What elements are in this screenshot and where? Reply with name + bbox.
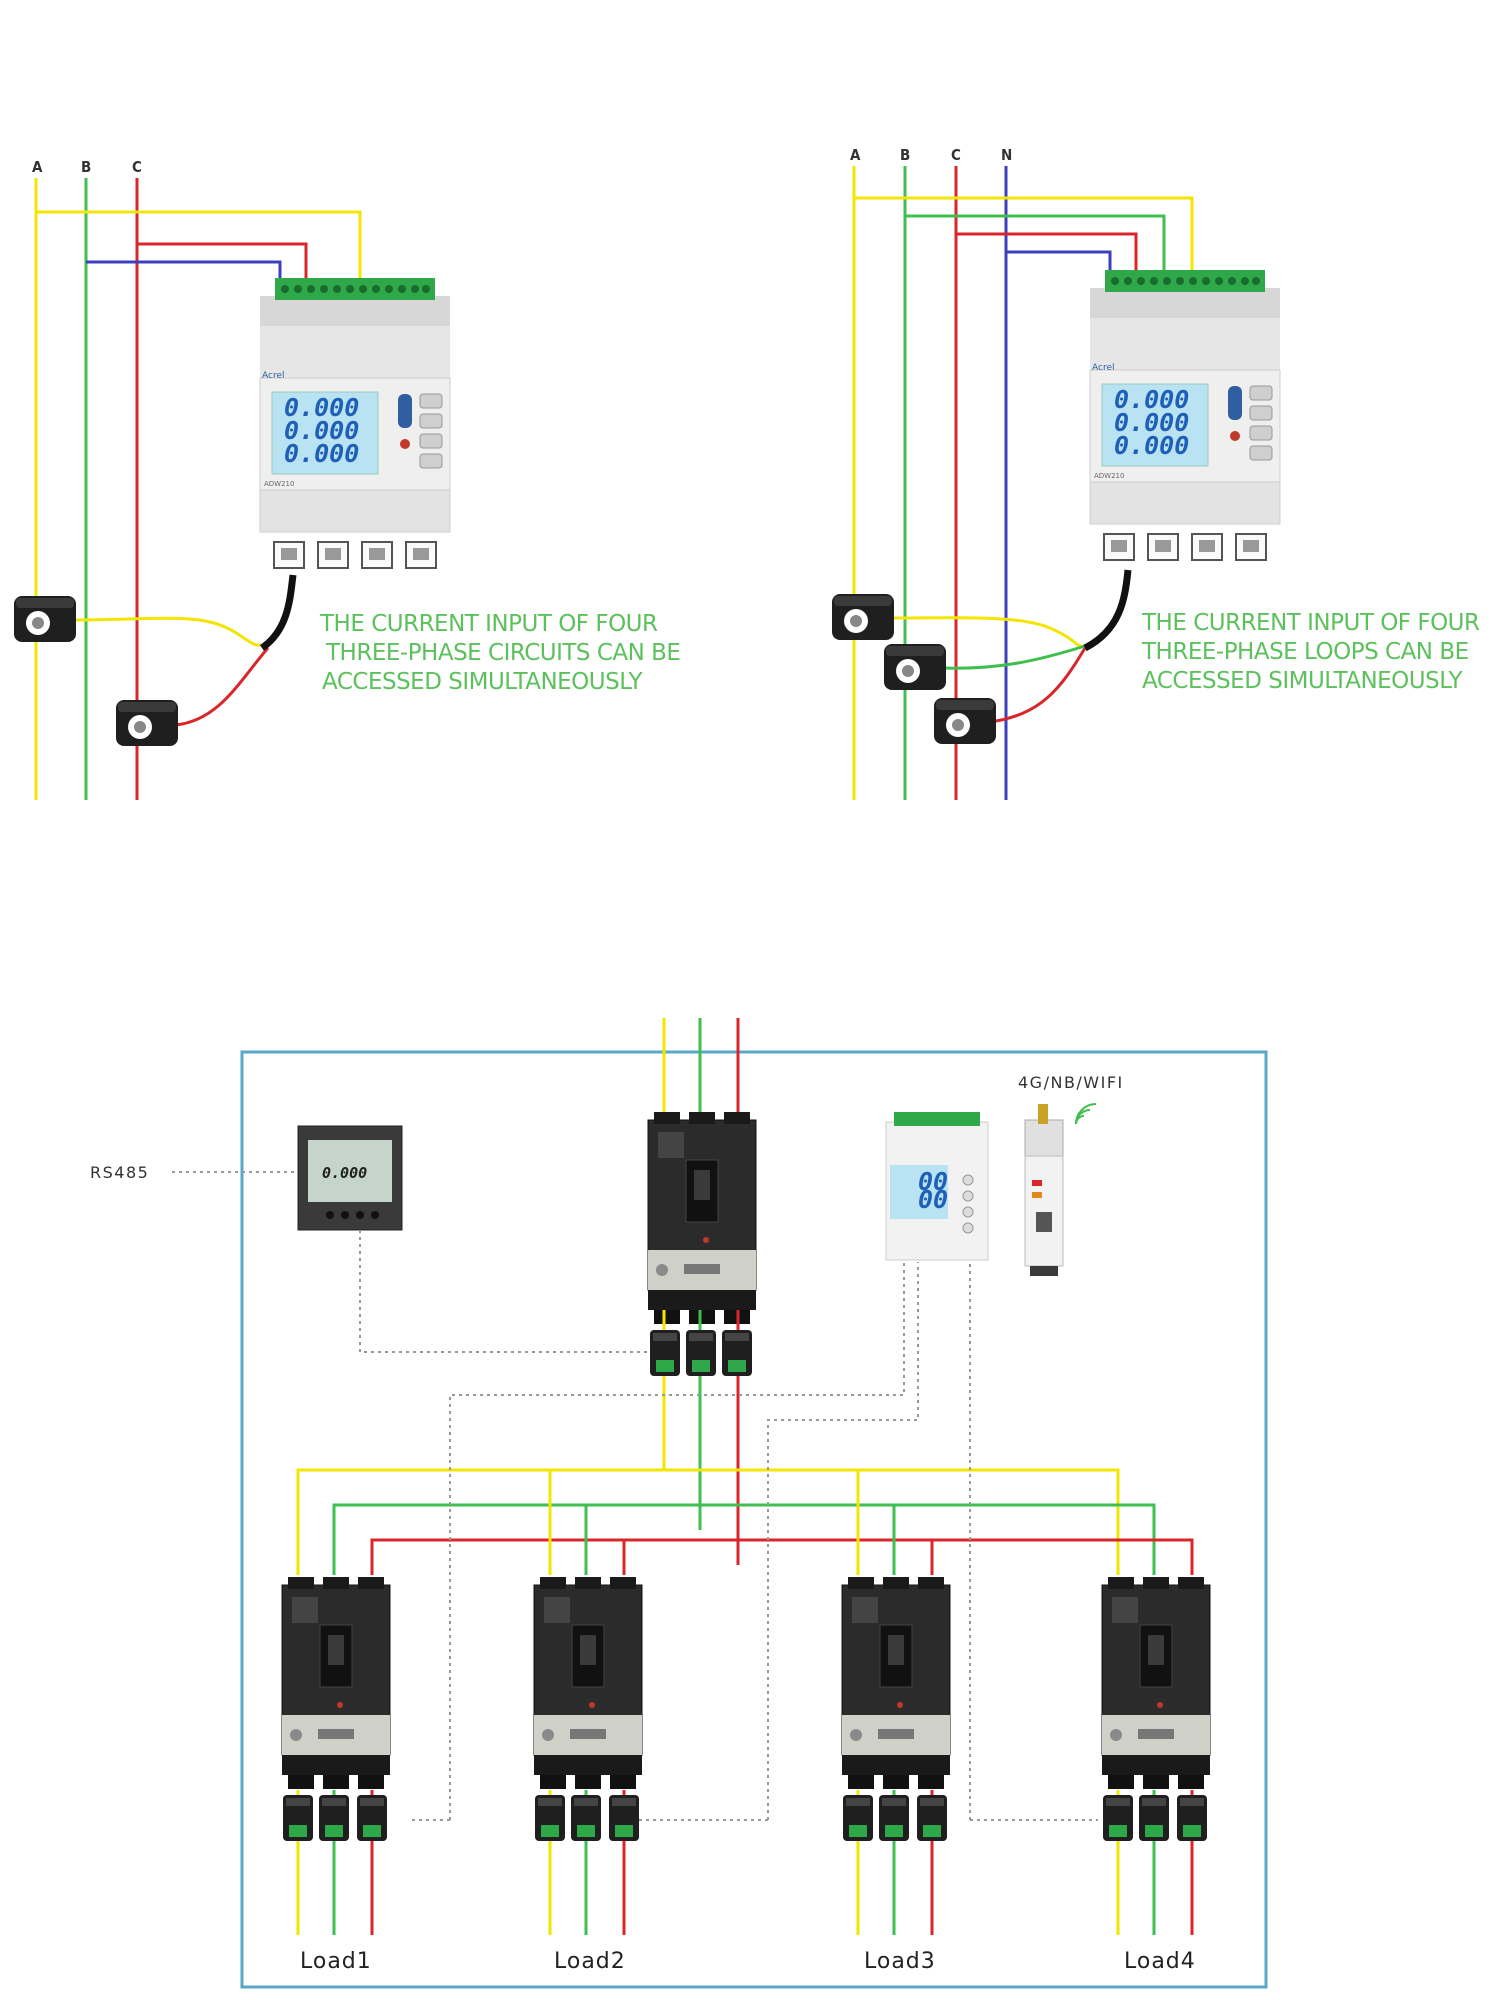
branch-cts bbox=[283, 1795, 1207, 1841]
meter-model-left: ADW210 bbox=[264, 480, 294, 488]
energy-meter-left: Acrel ADW210 0.000 0.000 0.000 bbox=[259, 277, 451, 569]
phase-label-c-right: C bbox=[951, 146, 961, 164]
main-ct-b bbox=[686, 1330, 716, 1376]
meter-brand-right: Acrel bbox=[1092, 363, 1115, 373]
phase-label-c-left: C bbox=[132, 158, 142, 176]
branch-breaker-1 bbox=[281, 1576, 391, 1790]
meter-lcd-line1-left: 0.000 bbox=[284, 393, 359, 422]
branch-breaker-2 bbox=[533, 1576, 643, 1790]
branch-breaker-4 bbox=[1101, 1576, 1211, 1790]
note-line1-right: THE CURRENT INPUT OF FOUR bbox=[1141, 610, 1480, 636]
note-line3-right: ACCESSED SIMULTANEOUSLY bbox=[1142, 668, 1463, 694]
load-label-3: Load3 bbox=[864, 1949, 936, 1974]
note-line2-right: THREE-PHASE LOOPS CAN BE bbox=[1141, 639, 1469, 665]
system-frame bbox=[240, 1050, 1268, 1989]
note-line3-left: ACCESSED SIMULTANEOUSLY bbox=[322, 669, 643, 695]
rs485-label: RS485 bbox=[90, 1163, 149, 1182]
load-label-1: Load1 bbox=[300, 1949, 372, 1974]
main-ct-c bbox=[722, 1330, 752, 1376]
meter-lcd-line2-left: 0.000 bbox=[284, 416, 359, 445]
wireless-label: 4G/NB/WIFI bbox=[1018, 1073, 1124, 1092]
branch-breaker-3 bbox=[841, 1576, 951, 1790]
main-breaker bbox=[647, 1111, 757, 1325]
meter-brand-left: Acrel bbox=[262, 371, 285, 381]
current-transformer-right-a bbox=[832, 594, 894, 640]
top-left-diagram: A B C Acrel ADW210 0.000 0.000 0.000 THE… bbox=[14, 158, 681, 800]
main-ct-a bbox=[650, 1330, 680, 1376]
note-line1-left: THE CURRENT INPUT OF FOUR bbox=[319, 611, 658, 637]
din-meter-display-line1: 00 bbox=[918, 1167, 948, 1196]
panel-meter-display: 0.000 bbox=[322, 1164, 367, 1182]
current-transformer-right-c bbox=[934, 698, 996, 744]
meter-lcd-line2-right: 0.000 bbox=[1114, 408, 1189, 437]
energy-meter-right: Acrel ADW210 0.000 0.000 0.000 bbox=[1089, 269, 1281, 561]
wireless-gateway bbox=[1024, 1103, 1097, 1276]
current-transformer-left-c bbox=[116, 700, 178, 746]
current-transformer-left-a bbox=[14, 596, 76, 642]
din-meter-display-line2: 00 bbox=[918, 1185, 948, 1214]
current-transformer-right-b bbox=[884, 644, 946, 690]
meter-model-right: ADW210 bbox=[1094, 472, 1124, 480]
load-label-2: Load2 bbox=[554, 1949, 626, 1974]
phase-label-b-left: B bbox=[81, 158, 91, 176]
din-rail-meter: 00 00 bbox=[885, 1112, 989, 1261]
note-line2-left: THREE-PHASE CIRCUITS CAN BE bbox=[325, 640, 680, 666]
meter-lcd-line3-left: 0.000 bbox=[284, 439, 359, 468]
meter-lcd-line3-right: 0.000 bbox=[1114, 431, 1189, 460]
system-diagram: RS485 0.000 bbox=[90, 1018, 1268, 1989]
phase-lines-right bbox=[852, 166, 1194, 800]
load-label-4: Load4 bbox=[1124, 1949, 1196, 1974]
phase-lines-left bbox=[34, 178, 362, 800]
panel-meter: 0.000 bbox=[297, 1125, 403, 1231]
phase-label-a-right: A bbox=[850, 146, 861, 164]
meter-lcd-line1-right: 0.000 bbox=[1114, 385, 1189, 414]
top-right-diagram: A B C N Acrel ADW210 0.000 0.000 0.000 T… bbox=[832, 146, 1481, 800]
phase-label-n-right: N bbox=[1001, 146, 1012, 164]
phase-label-b-right: B bbox=[900, 146, 910, 164]
phase-label-a-left: A bbox=[32, 158, 43, 176]
